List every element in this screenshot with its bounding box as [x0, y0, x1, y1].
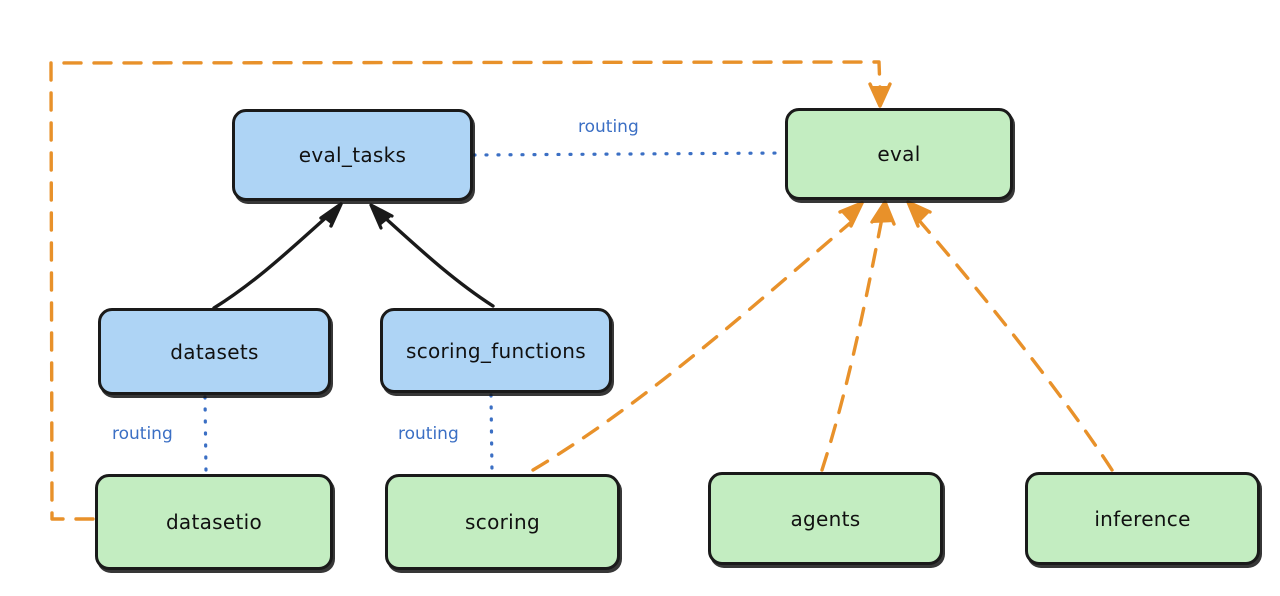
node-label-inference: inference	[1094, 506, 1191, 531]
edge-label-routing-scoring-functions-scoring: routing	[398, 424, 459, 444]
node-label-agents: agents	[790, 506, 861, 531]
edge-datasets-to-datasetio	[203, 395, 208, 474]
node-label-eval: eval	[877, 142, 921, 166]
edge-datasets-to-eval-tasks	[212, 202, 343, 310]
edge-label-routing-eval-tasks-eval: routing	[578, 117, 639, 137]
edge-eval-tasks-to-eval	[472, 151, 785, 157]
node-inference[interactable]: inference	[1025, 472, 1260, 565]
edge-scoring-functions-to-eval-tasks	[369, 203, 495, 308]
edge-label-routing-datasets-datasetio: routing	[112, 424, 173, 444]
node-label-datasets: datasets	[170, 339, 259, 364]
node-label-scoring-functions: scoring_functions	[405, 338, 587, 363]
node-scoring-functions[interactable]: scoring_functions	[380, 308, 612, 393]
node-label-datasetio: datasetio	[165, 510, 263, 534]
edge-datasetio-to-eval	[49, 60, 892, 521]
node-label-eval-tasks: eval_tasks	[298, 143, 407, 167]
node-eval[interactable]: eval	[785, 108, 1013, 200]
edge-scoring-to-eval	[531, 201, 864, 472]
node-agents[interactable]: agents	[708, 472, 943, 565]
node-eval-tasks[interactable]: eval_tasks	[232, 109, 473, 201]
edge-inference-to-eval	[906, 200, 1114, 472]
edge-agents-to-eval	[820, 200, 896, 472]
node-datasets[interactable]: datasets	[98, 308, 331, 395]
node-scoring[interactable]: scoring	[385, 474, 620, 570]
edge-scoring-functions-to-scoring	[489, 393, 494, 474]
node-datasetio[interactable]: datasetio	[95, 474, 333, 570]
node-label-scoring: scoring	[465, 510, 540, 534]
